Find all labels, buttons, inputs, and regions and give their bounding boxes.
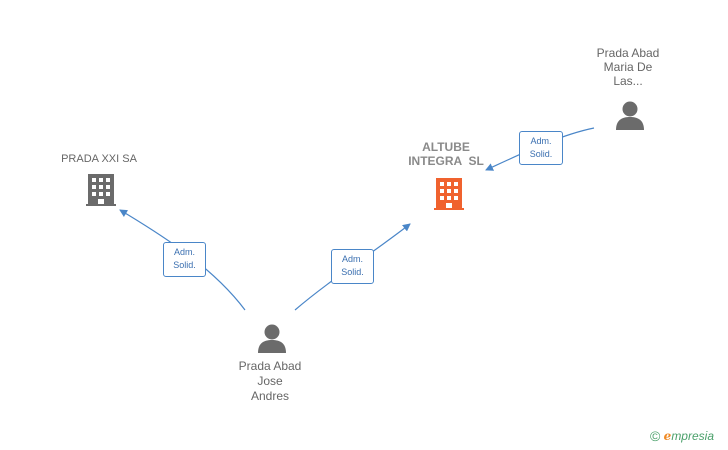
edge-role-line1: Adm.: [173, 247, 195, 257]
focus-building-icon[interactable]: [434, 178, 464, 210]
person-name-line3: Andres: [250, 389, 290, 403]
person-label-jose[interactable]: Prada Abad Jose Andres: [220, 359, 320, 404]
person-name-line3: Las...: [613, 74, 643, 88]
edge-role-line1: Adm.: [530, 136, 552, 146]
company-name-line1: ALTUBE: [422, 140, 470, 154]
edge-label-jose-prada-xxi[interactable]: Adm. Solid.: [163, 242, 206, 277]
person-name-line1: Prada Abad: [596, 46, 660, 60]
edge-role-line2: Solid.: [341, 267, 364, 277]
edge-label-maria-altube[interactable]: Adm. Solid.: [519, 131, 563, 165]
edge-role-line2: Solid.: [173, 260, 196, 270]
edge-role-line2: Solid.: [529, 149, 553, 159]
edge-role-line1: Adm.: [341, 254, 363, 264]
copyright-symbol: ©: [650, 428, 661, 444]
company-name-line2: INTEGRA SL: [408, 154, 484, 168]
person-icon[interactable]: [258, 324, 286, 354]
company-label-prada-xxi[interactable]: PRADA XXI SA: [38, 152, 160, 166]
edge-label-jose-altube[interactable]: Adm. Solid.: [331, 249, 374, 284]
brand-name: mpresia: [671, 429, 714, 443]
brand-e: e: [663, 429, 672, 443]
empresia-logo: © empresia: [650, 428, 714, 444]
person-label-maria[interactable]: Prada Abad Maria De Las...: [578, 46, 678, 88]
company-name[interactable]: PRADA XXI SA: [61, 153, 137, 165]
building-icon[interactable]: [86, 174, 116, 206]
person-name-line2: Maria De: [603, 60, 653, 74]
person-name-line1: Prada Abad: [238, 359, 302, 373]
person-icon[interactable]: [616, 101, 644, 131]
company-label-altube[interactable]: ALTUBE INTEGRA SL: [386, 140, 506, 168]
person-name-line2: Jose: [257, 374, 283, 388]
